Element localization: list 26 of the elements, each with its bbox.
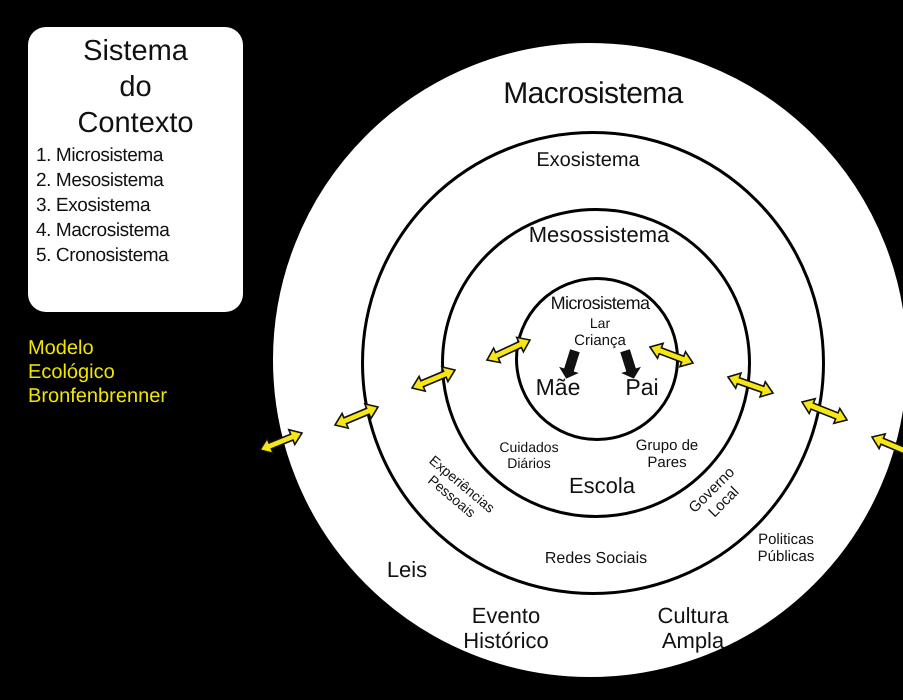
parent-label: Mãe xyxy=(536,374,580,400)
ring-label: Escola xyxy=(568,473,636,498)
ring-label: Grupo de Pares xyxy=(634,437,698,472)
child-label: Criança xyxy=(574,332,626,350)
model-caption: Modelo Ecológico Bronfenbrenner xyxy=(28,336,167,408)
list-item: 3. Exosistema xyxy=(36,194,150,218)
ring-label: Redes Sociais xyxy=(544,550,648,568)
ring-title: Mesossistema xyxy=(528,222,670,248)
list-item: 2. Mesosistema xyxy=(36,169,164,193)
ring-title: Macrosistema xyxy=(503,77,683,112)
list-item: 4. Macrosistema xyxy=(36,219,170,243)
ring-label: Evento Histórico xyxy=(462,603,550,654)
ring-label: Lar xyxy=(590,315,610,332)
card-heading: Sistema do Contexto xyxy=(76,34,195,141)
pointer-arrow xyxy=(559,349,580,379)
ring-label: Cuidados Diários xyxy=(498,439,560,472)
ring-label: Leis xyxy=(386,557,428,582)
parent-label: Pai xyxy=(625,374,659,400)
legend-card xyxy=(28,27,243,312)
pointer-arrow xyxy=(620,349,641,379)
ring-title: Microsistema xyxy=(550,293,650,314)
ring-title: Exosistema xyxy=(536,149,640,172)
list-item: 1. Microsistema xyxy=(36,144,164,168)
list-item: 5. Cronosistema xyxy=(36,244,168,268)
ring-label: Cultura Ampla xyxy=(656,603,730,654)
ring-label: Politicas Públicas xyxy=(756,531,816,566)
